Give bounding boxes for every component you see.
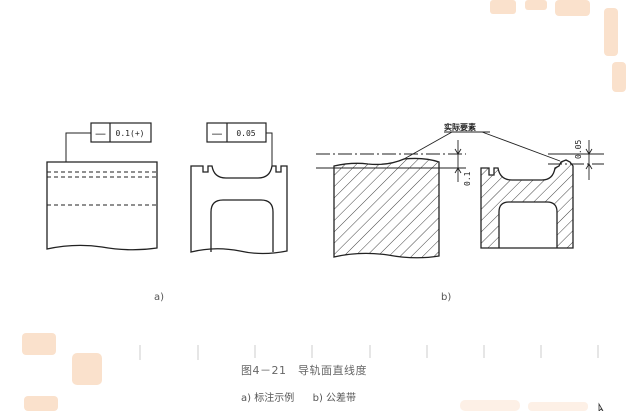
tolerance-frame-2: — 0.05: [206, 122, 267, 143]
watermark-decoration: [22, 0, 626, 411]
figure-title: 图4－21 导轨面直线度: [241, 364, 367, 377]
label-part-b: b): [441, 292, 452, 303]
part-b-right-profile: [480, 159, 574, 249]
part-b-left-block: [333, 157, 440, 259]
part-a-left-block: [46, 132, 158, 251]
actual-element-label: 实际要素: [444, 122, 476, 132]
cursor-icon: [598, 402, 604, 412]
tolerance-zone-lines-left: [316, 140, 466, 182]
background-dashes: [139, 345, 599, 360]
label-part-a: a): [154, 292, 165, 303]
frame2-symbol: —: [212, 127, 223, 140]
dim-left-value: 0.1: [463, 171, 472, 186]
subtitle-b: b) 公差带: [312, 393, 357, 404]
dim-right-value: 0.05: [574, 140, 583, 159]
tolerance-frame-1: — 0.1(+): [90, 122, 152, 143]
frame2-value: 0.05: [236, 129, 255, 138]
part-a-right-profile: [190, 132, 288, 255]
subtitle-a: a) 标注示例: [241, 393, 295, 404]
actual-element-callout: 实际要素: [403, 122, 561, 162]
frame1-symbol: —: [95, 127, 106, 140]
tolerance-zone-lines-right: [548, 140, 604, 180]
figure-subtitle: a) 标注示例 b) 公差带: [241, 389, 356, 404]
frame1-value: 0.1(+): [116, 129, 145, 138]
